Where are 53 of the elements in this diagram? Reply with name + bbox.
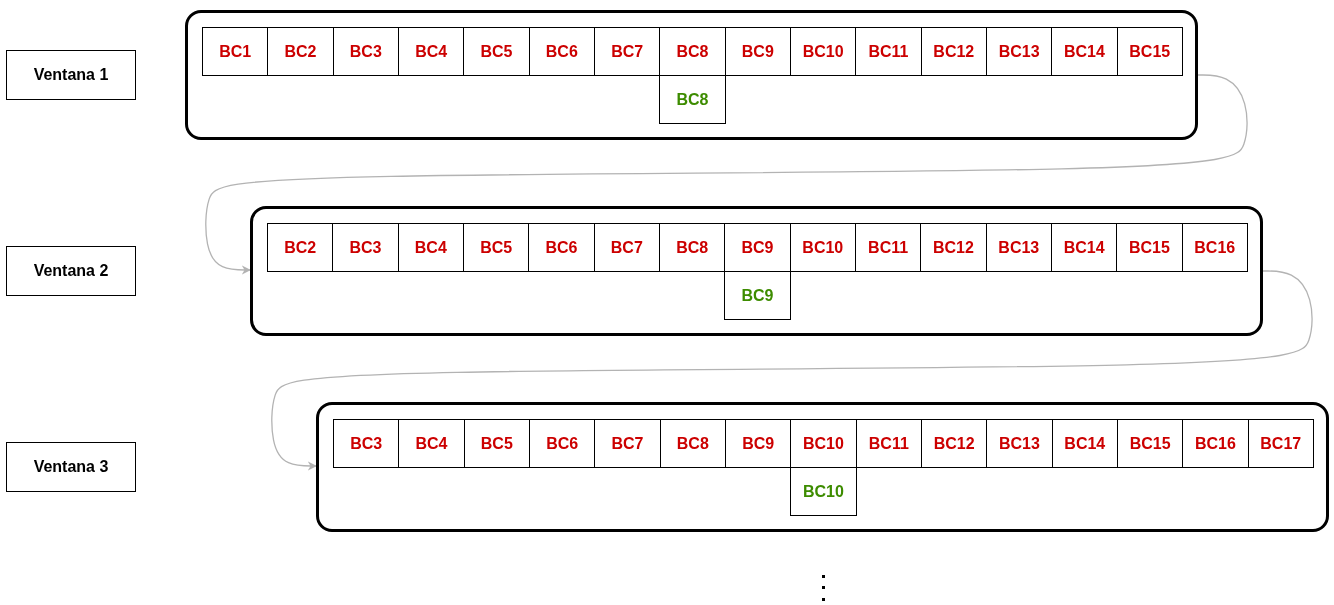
- block-cell: BC17: [1247, 419, 1314, 468]
- window-frame: [250, 206, 1263, 336]
- block-cell: BC2: [267, 27, 334, 76]
- connector-arrow: [271, 270, 1313, 471]
- window-label-box: Ventana 2: [6, 246, 136, 296]
- block-cell: BC5: [463, 223, 530, 272]
- block-cell: BC9: [724, 419, 792, 468]
- block-cell: BC13: [986, 419, 1053, 468]
- block-cell: BC7: [594, 419, 661, 468]
- block-cell: BC14: [1050, 223, 1118, 272]
- block-cell: BC16: [1182, 419, 1249, 468]
- block-cell: BC1: [202, 27, 269, 76]
- connector-arrow: [205, 74, 1248, 275]
- block-cell: BC12: [920, 419, 988, 468]
- block-cell: BC14: [1051, 27, 1118, 76]
- block-cell: BC10: [789, 27, 857, 76]
- highlighted-cell: BC10: [790, 467, 857, 516]
- block-cell: BC11: [855, 27, 922, 76]
- window-label-box: Ventana 1: [6, 50, 136, 100]
- block-cell: BC6: [528, 223, 595, 272]
- block-cell: BC12: [920, 223, 987, 272]
- block-cell: BC7: [593, 27, 661, 76]
- block-cell: BC8: [658, 223, 726, 272]
- block-cell: BC11: [855, 419, 922, 468]
- block-cell: BC5: [463, 27, 530, 76]
- block-cell: BC4: [397, 223, 464, 272]
- highlighted-cell: BC9: [724, 271, 791, 320]
- block-cell: BC2: [267, 223, 334, 272]
- block-cell: BC11: [854, 223, 922, 272]
- block-cell: BC3: [333, 419, 400, 468]
- block-cell: BC15: [1116, 27, 1183, 76]
- block-cell: BC7: [593, 223, 660, 272]
- window-label-box: Ventana 3: [6, 442, 136, 492]
- block-cell: BC15: [1116, 223, 1183, 272]
- block-cell: BC6: [529, 419, 596, 468]
- block-cell: BC13: [985, 223, 1052, 272]
- block-cell: BC15: [1116, 419, 1184, 468]
- block-cell: BC9: [724, 27, 791, 76]
- window-frame: [316, 402, 1329, 532]
- window-frame: [185, 10, 1198, 140]
- block-cell: BC14: [1051, 419, 1118, 468]
- block-cell: BC13: [985, 27, 1053, 76]
- block-cell: BC10: [789, 223, 856, 272]
- block-cell: BC12: [920, 27, 987, 76]
- block-cell: BC3: [332, 223, 399, 272]
- block-cell: BC16: [1181, 223, 1248, 272]
- highlighted-cell: BC8: [659, 75, 726, 124]
- block-cell: BC8: [659, 419, 726, 468]
- block-cell: BC4: [398, 27, 465, 76]
- block-cell: BC5: [463, 419, 530, 468]
- block-cell: BC6: [528, 27, 595, 76]
- block-cell: BC4: [398, 419, 465, 468]
- block-cell: BC3: [332, 27, 399, 76]
